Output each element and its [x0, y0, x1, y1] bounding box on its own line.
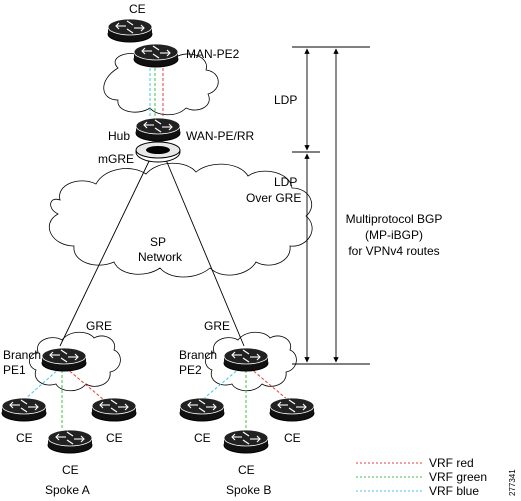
hub-wan-pe-router-icon: [135, 117, 181, 142]
ce-a-bottom-label: CE: [62, 463, 79, 477]
wan-pe-rr-label: WAN-PE/RR: [186, 129, 255, 143]
mgre-interface-icon: [135, 141, 181, 163]
ce-a-bottom-router-icon: [47, 429, 93, 454]
ce-b-left-label: CE: [194, 431, 211, 445]
ce-top-router-icon: [107, 18, 153, 43]
branch-pe1-label-line2: PE1: [3, 363, 26, 377]
figure-id: 277341: [508, 469, 517, 496]
mp-bgp-label-line1: Multiprotocol BGP: [346, 212, 443, 226]
ldp-over-gre-label-line1: LDP: [274, 175, 297, 189]
ce-a-left-label: CE: [16, 431, 33, 445]
branch-pe2-label-line2: PE2: [179, 363, 202, 377]
mgre-label: mGRE: [98, 152, 134, 166]
ce-b-right-router-icon: [269, 397, 315, 422]
spoke-a-label: Spoke A: [45, 483, 90, 497]
legend-label-vrf-green: VRF green: [429, 470, 487, 484]
man-pe2-router-icon: [133, 43, 179, 68]
ce-a-left-router-icon: [1, 397, 47, 422]
hub-label: Hub: [108, 129, 130, 143]
ldp-over-gre-label-line2: Over GRE: [246, 191, 301, 205]
mp-bgp-label-line2: (MP-iBGP): [365, 228, 423, 242]
man-pe2-label: MAN-PE2: [186, 47, 240, 61]
gre-tunnel-right: [163, 154, 245, 347]
ce-b-right-label: CE: [284, 431, 301, 445]
vrf-legend: VRF red VRF green VRF blue: [356, 456, 487, 498]
branch-pe2-label-line1: Branch: [179, 348, 217, 362]
mp-bgp-label-line3: for VPNv4 routes: [348, 244, 439, 258]
ldp-label: LDP: [274, 93, 297, 107]
ce-b-bottom-router-icon: [223, 429, 269, 454]
legend-label-vrf-blue: VRF blue: [429, 484, 479, 498]
ce-a-right-label: CE: [106, 431, 123, 445]
gre-left-label: GRE: [86, 319, 112, 333]
ce-top-label: CE: [129, 2, 146, 16]
spoke-b-label: Spoke B: [226, 483, 271, 497]
legend-label-vrf-red: VRF red: [429, 456, 474, 470]
sp-network-label-line1: SP: [150, 235, 166, 249]
branch-pe1-router-icon: [41, 347, 87, 372]
branch-pe1-label-line1: Branch: [3, 348, 41, 362]
branch-pe2-router-icon: [223, 347, 269, 372]
gre-right-label: GRE: [204, 319, 230, 333]
gre-tunnel-left: [59, 154, 153, 347]
sp-network-cloud: [48, 162, 313, 278]
ce-b-left-router-icon: [179, 397, 225, 422]
sp-network-label-line2: Network: [138, 250, 183, 264]
ce-b-bottom-label: CE: [238, 463, 255, 477]
ce-a-right-router-icon: [91, 397, 137, 422]
